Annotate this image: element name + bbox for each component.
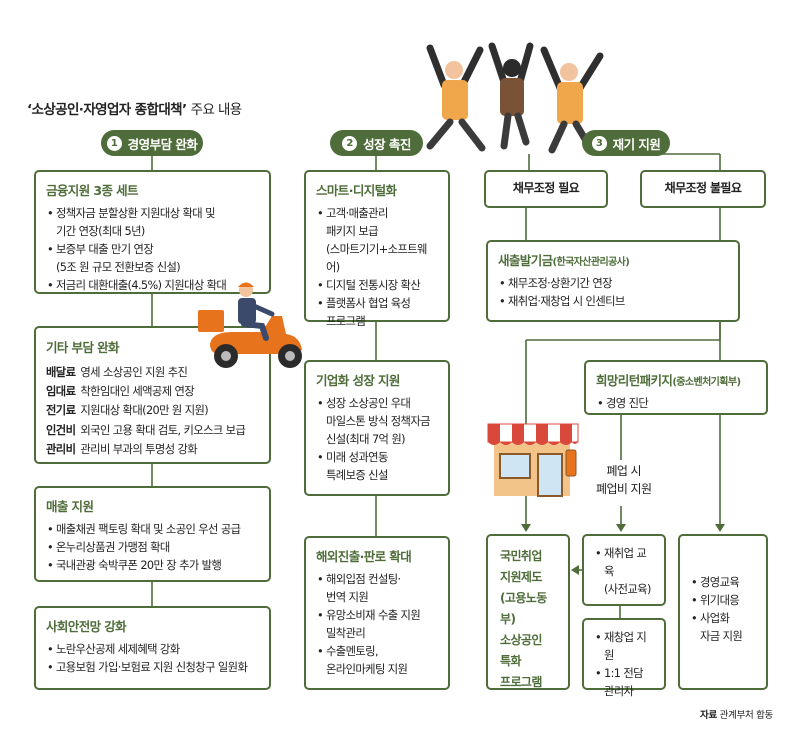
box-title: 기업화 성장 지원 bbox=[316, 373, 400, 388]
burden-key: 배달료 bbox=[46, 365, 76, 379]
box-title-text: 새출발기금 bbox=[498, 253, 553, 268]
source-label: 자료 bbox=[700, 710, 717, 721]
section-label: 성장 촉진 bbox=[363, 136, 411, 152]
burden-row: 인건비 외국인 고용 확대 검토, 키오스크 보급 bbox=[46, 421, 259, 440]
burden-key: 관리비 bbox=[46, 443, 76, 457]
box-label: 채무조정 불필요 bbox=[664, 181, 742, 196]
title-sub: 주요 내용 bbox=[190, 102, 243, 118]
list-item: 경영교육 bbox=[690, 574, 756, 592]
section-number: 2 bbox=[342, 135, 358, 151]
box-label: 채무조정 필요 bbox=[512, 181, 580, 196]
burden-row: 배달료 영세 소상공인 지원 추진 bbox=[46, 363, 259, 382]
burden-row: 전기료 지원대상 확대(20만 원 지원) bbox=[46, 401, 259, 420]
box-title-note: (중소벤처기획부) bbox=[672, 377, 741, 388]
box-title: 사회안전망 강화 bbox=[46, 619, 127, 634]
list-item: 저금리 대환대출(4.5%) 지원대상 확대 bbox=[46, 277, 259, 295]
box-title: 스마트·디지털화 bbox=[316, 183, 397, 198]
list-item: 디지털 전통시장 확산 bbox=[316, 277, 438, 295]
section-label: 재기 지원 bbox=[612, 136, 661, 152]
list-item: 매출채권 팩토링 확대 및 소공인 우선 공급 bbox=[46, 521, 259, 539]
reemployment-education-box: 재취업 교육 (사전교육) bbox=[582, 534, 666, 606]
digital-box: 스마트·디지털화 고객·매출관리 패키지 보급 (스마트기기+소프트웨어) 디지… bbox=[304, 170, 450, 328]
list-item: 정책자금 분할상환 지원대상 확대 및 기간 연장(최대 5년) bbox=[46, 205, 259, 241]
arrow-head bbox=[715, 524, 725, 532]
enterprise-growth-box: 기업화 성장 지원 성장 소상공인 우대 마일스톤 방식 정책자금 신설(최대 … bbox=[304, 360, 450, 496]
section-pill-relief: 1 경영부담 완화 bbox=[101, 130, 203, 156]
box-title: 새출발기금(한국자산관리공사) bbox=[498, 251, 728, 271]
section-pill-recovery: 3 재기 지원 bbox=[582, 130, 670, 156]
list-item: 1:1 전담 관리자 bbox=[594, 665, 654, 701]
shop-illustration bbox=[487, 423, 579, 497]
restart-support-box: 재창업 지원 1:1 전담 관리자 bbox=[582, 618, 666, 698]
list-item: 재취업 교육 (사전교육) bbox=[594, 545, 654, 599]
box-title: 금융지원 3종 세트 bbox=[46, 183, 139, 198]
burden-value: 외국인 고용 확대 검토, 키오스크 보급 bbox=[80, 423, 246, 437]
section-number: 1 bbox=[106, 135, 122, 151]
list-item: 국내관광 숙박쿠폰 20만 장 추가 발행 bbox=[46, 557, 259, 575]
list-item: 고객·매출관리 패키지 보급 (스마트기기+소프트웨어) bbox=[316, 205, 438, 277]
box-title: 해외진출·판로 확대 bbox=[316, 549, 412, 564]
arrow-head bbox=[521, 524, 531, 532]
source-note: 자료 관계부처 합동 bbox=[700, 707, 773, 721]
title-main: ‘소상공인·자영업자 종합대책’ bbox=[27, 102, 187, 118]
finance-support-box: 금융지원 3종 세트 정책자금 분할상환 지원대상 확대 및 기간 연장(최대 … bbox=[34, 170, 271, 295]
debt-adjustment-not-needed-box: 채무조정 불필요 bbox=[640, 170, 766, 208]
source-text: 관계부처 합동 bbox=[719, 710, 774, 721]
closure-support-label: 폐업 시 폐업비 지원 bbox=[596, 464, 652, 496]
list-item: 해외입점 컨설팅· 번역 지원 bbox=[316, 571, 438, 607]
burden-value: 영세 소상공인 지원 추진 bbox=[80, 365, 188, 379]
list-item: 재취업·재창업 시 인센티브 bbox=[498, 293, 728, 311]
overseas-box: 해외진출·판로 확대 해외입점 컨설팅· 번역 지원 유망소비재 수출 지원 밀… bbox=[304, 536, 450, 690]
section-number: 3 bbox=[591, 135, 607, 151]
burden-key: 임대료 bbox=[46, 384, 76, 398]
page-title: ‘소상공인·자영업자 종합대책’ 주요 내용 bbox=[27, 98, 242, 118]
list-item: 수출멘토링, 온라인마케팅 지원 bbox=[316, 643, 438, 679]
list-item: 미래 성과연동 특례보증 신설 bbox=[316, 449, 438, 485]
management-education-box: 경영교육 위기대응 사업화 자금 지원 bbox=[678, 534, 768, 690]
burden-value: 착한임대인 세액공제 연장 bbox=[80, 384, 195, 398]
list-item: 위기대응 bbox=[690, 592, 756, 610]
national-employment-box: 국민취업 지원제도 (고용노동부) 소상공인 특화 프로그램 bbox=[486, 534, 570, 690]
list-item: 노란우산공제 세제혜택 강화 bbox=[46, 641, 259, 659]
box-title-note: (한국자산관리공사) bbox=[552, 257, 630, 268]
arrow-head bbox=[616, 524, 626, 532]
box-title: 희망리턴패키지(중소벤처기획부) bbox=[596, 371, 756, 391]
list-item: 사업화 자금 지원 bbox=[690, 610, 756, 646]
box-title: 매출 지원 bbox=[46, 499, 94, 514]
burden-value: 관리비 부과의 투명성 강화 bbox=[80, 443, 198, 457]
list-item: 고용보험 가입·보험료 지원 신청창구 일원화 bbox=[46, 659, 259, 677]
delivery-scooter-illustration bbox=[198, 282, 302, 368]
arrow-head bbox=[571, 565, 579, 575]
section-label: 경영부담 완화 bbox=[127, 136, 198, 152]
list-item: 채무조정·상환기간 연장 bbox=[498, 275, 728, 293]
new-start-fund-box: 새출발기금(한국자산관리공사) 채무조정·상환기간 연장 재취업·재창업 시 인… bbox=[486, 240, 740, 322]
section-pill-growth: 2 성장 촉진 bbox=[330, 130, 423, 156]
list-item: 경영 진단 bbox=[596, 395, 756, 413]
box-text: 국민취업 지원제도 (고용노동부) 소상공인 특화 프로그램 bbox=[500, 549, 547, 689]
cheering-staff-illustration bbox=[426, 42, 604, 154]
hope-return-package-box: 희망리턴패키지(중소벤처기획부) 경영 진단 bbox=[584, 360, 768, 415]
burden-row: 관리비 관리비 부과의 투명성 강화 bbox=[46, 440, 259, 459]
debt-adjustment-needed-box: 채무조정 필요 bbox=[484, 170, 608, 208]
list-item: 플랫폼사 협업 육성 프로그램 bbox=[316, 295, 438, 331]
safety-net-box: 사회안전망 강화 노란우산공제 세제혜택 강화 고용보험 가입·보험료 지원 신… bbox=[34, 606, 271, 690]
list-item: 보증부 대출 만기 연장 (5조 원 규모 전환보증 신설) bbox=[46, 241, 259, 277]
list-item: 유망소비재 수출 지원 밀착관리 bbox=[316, 607, 438, 643]
list-item: 성장 소상공인 우대 마일스톤 방식 정책자금 신설(최대 7억 원) bbox=[316, 395, 438, 449]
list-item: 재창업 지원 bbox=[594, 629, 654, 665]
burden-key: 전기료 bbox=[46, 404, 76, 418]
sales-support-box: 매출 지원 매출채권 팩토링 확대 및 소공인 우선 공급 온누리상품권 가맹점… bbox=[34, 486, 271, 582]
other-burden-box: 기타 부담 완화 배달료 영세 소상공인 지원 추진 임대료 착한임대인 세액공제 … bbox=[34, 326, 271, 464]
burden-key: 인건비 bbox=[46, 423, 76, 437]
box-title: 기타 부담 완화 bbox=[46, 340, 120, 355]
box-title-text: 희망리턴패키지 bbox=[596, 373, 673, 388]
burden-value: 지원대상 확대(20만 원 지원) bbox=[80, 404, 209, 418]
list-item: 온누리상품권 가맹점 확대 bbox=[46, 539, 259, 557]
burden-row: 임대료 착한임대인 세액공제 연장 bbox=[46, 382, 259, 401]
